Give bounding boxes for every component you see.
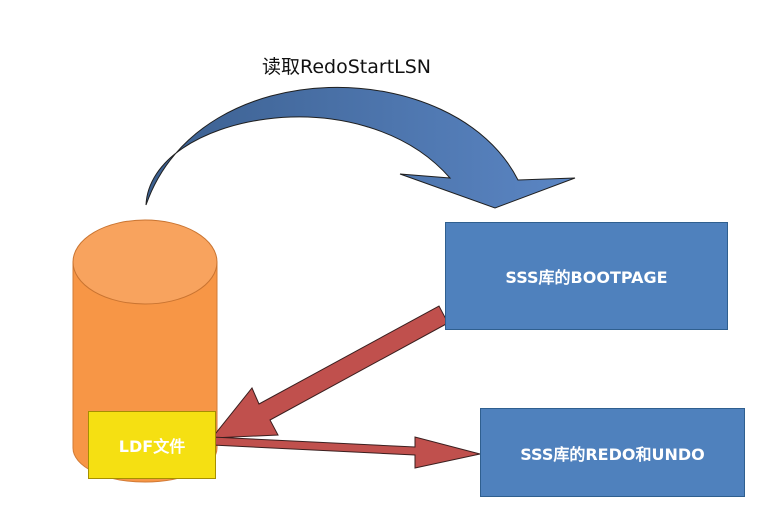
ldf-file-box: LDF文件 bbox=[88, 411, 216, 479]
caption-label: 读取RedoStartLSN bbox=[262, 56, 431, 78]
ldf-file-label: LDF文件 bbox=[118, 437, 186, 456]
bootpage-label: SSS库的BOOTPAGE bbox=[505, 268, 668, 287]
straight-arrow-icon bbox=[210, 305, 449, 439]
redo-undo-label: SSS库的REDO和UNDO bbox=[520, 444, 705, 464]
straight-arrow-icon bbox=[211, 436, 481, 469]
redo-undo-box: SSS库的REDO和UNDO bbox=[480, 408, 745, 497]
curved-arrow-icon bbox=[145, 87, 576, 209]
bootpage-box: SSS库的BOOTPAGE bbox=[445, 222, 728, 330]
